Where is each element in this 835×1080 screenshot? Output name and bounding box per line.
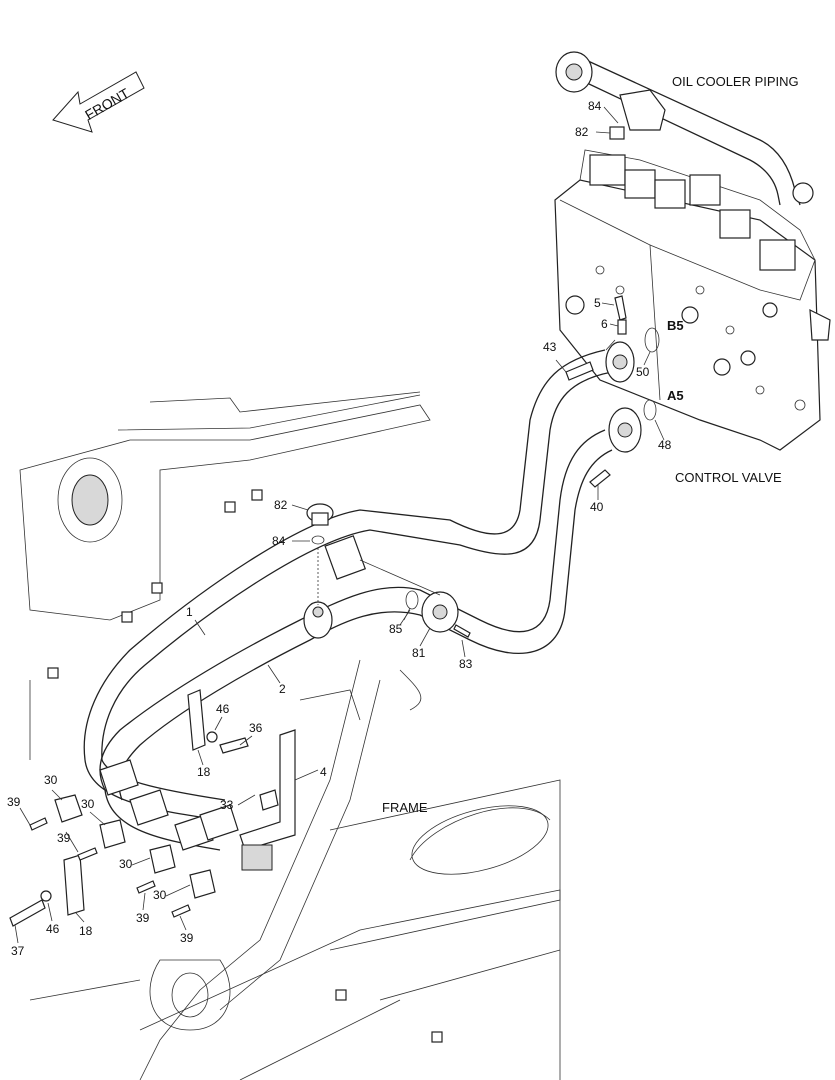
callout-83: 83 [459,657,473,671]
control-valve-label: CONTROL VALVE [675,470,782,485]
callout-6: 6 [601,317,608,331]
front-arrow: FRONT [52,71,145,133]
callout-37: 37 [11,944,25,958]
callout-81: 81 [412,646,426,660]
valve-plug-parts [595,106,625,140]
callout-18-mid: 18 [197,765,211,779]
oil-cooler-piping [555,51,814,206]
callout-39-b: 39 [57,831,71,845]
callout-1: 1 [186,605,193,619]
callout-40: 40 [590,500,604,514]
callout-50: 50 [636,365,650,379]
callout-39-d: 39 [180,931,194,945]
callout-36: 36 [249,721,263,735]
callout-82-mid: 82 [274,498,288,512]
flange-and-bolt [359,559,471,638]
callout-84-mid: 84 [272,534,286,548]
callout-30-d: 30 [153,888,167,902]
oil-cooler-piping-label: OIL COOLER PIPING [672,74,799,89]
port-b5-label: B5 [667,318,684,333]
callout-30-b: 30 [81,797,95,811]
leader-lines [14,339,665,944]
pipe-assembly [83,341,642,851]
port-a5-label: A5 [667,388,684,403]
clamp-halves [29,794,216,918]
callout-30-c: 30 [119,857,133,871]
callout-46-mid: 46 [216,702,230,716]
callout-82-top: 82 [575,125,589,139]
callout-30-a: 30 [44,773,58,787]
port-fittings [601,295,627,335]
callout-4: 4 [320,765,327,779]
front-label: FRONT [82,85,132,123]
bracket-and-clamps [9,689,296,927]
callout-39-a: 39 [7,795,21,809]
callout-18-low: 18 [79,924,93,938]
callout-39-c: 39 [136,911,150,925]
callout-46-low: 46 [46,922,60,936]
frame-label: FRAME [382,800,428,815]
callout-43: 43 [543,340,557,354]
callout-48: 48 [658,438,672,452]
plug-and-oring-middle [291,503,334,605]
o-rings-at-valve [565,327,660,488]
callout-85: 85 [389,622,403,636]
frame-structure [19,391,561,1080]
callout-2: 2 [279,682,286,696]
callout-84-top: 84 [588,99,602,113]
callout-5: 5 [594,296,601,310]
callout-33: 33 [220,798,234,812]
